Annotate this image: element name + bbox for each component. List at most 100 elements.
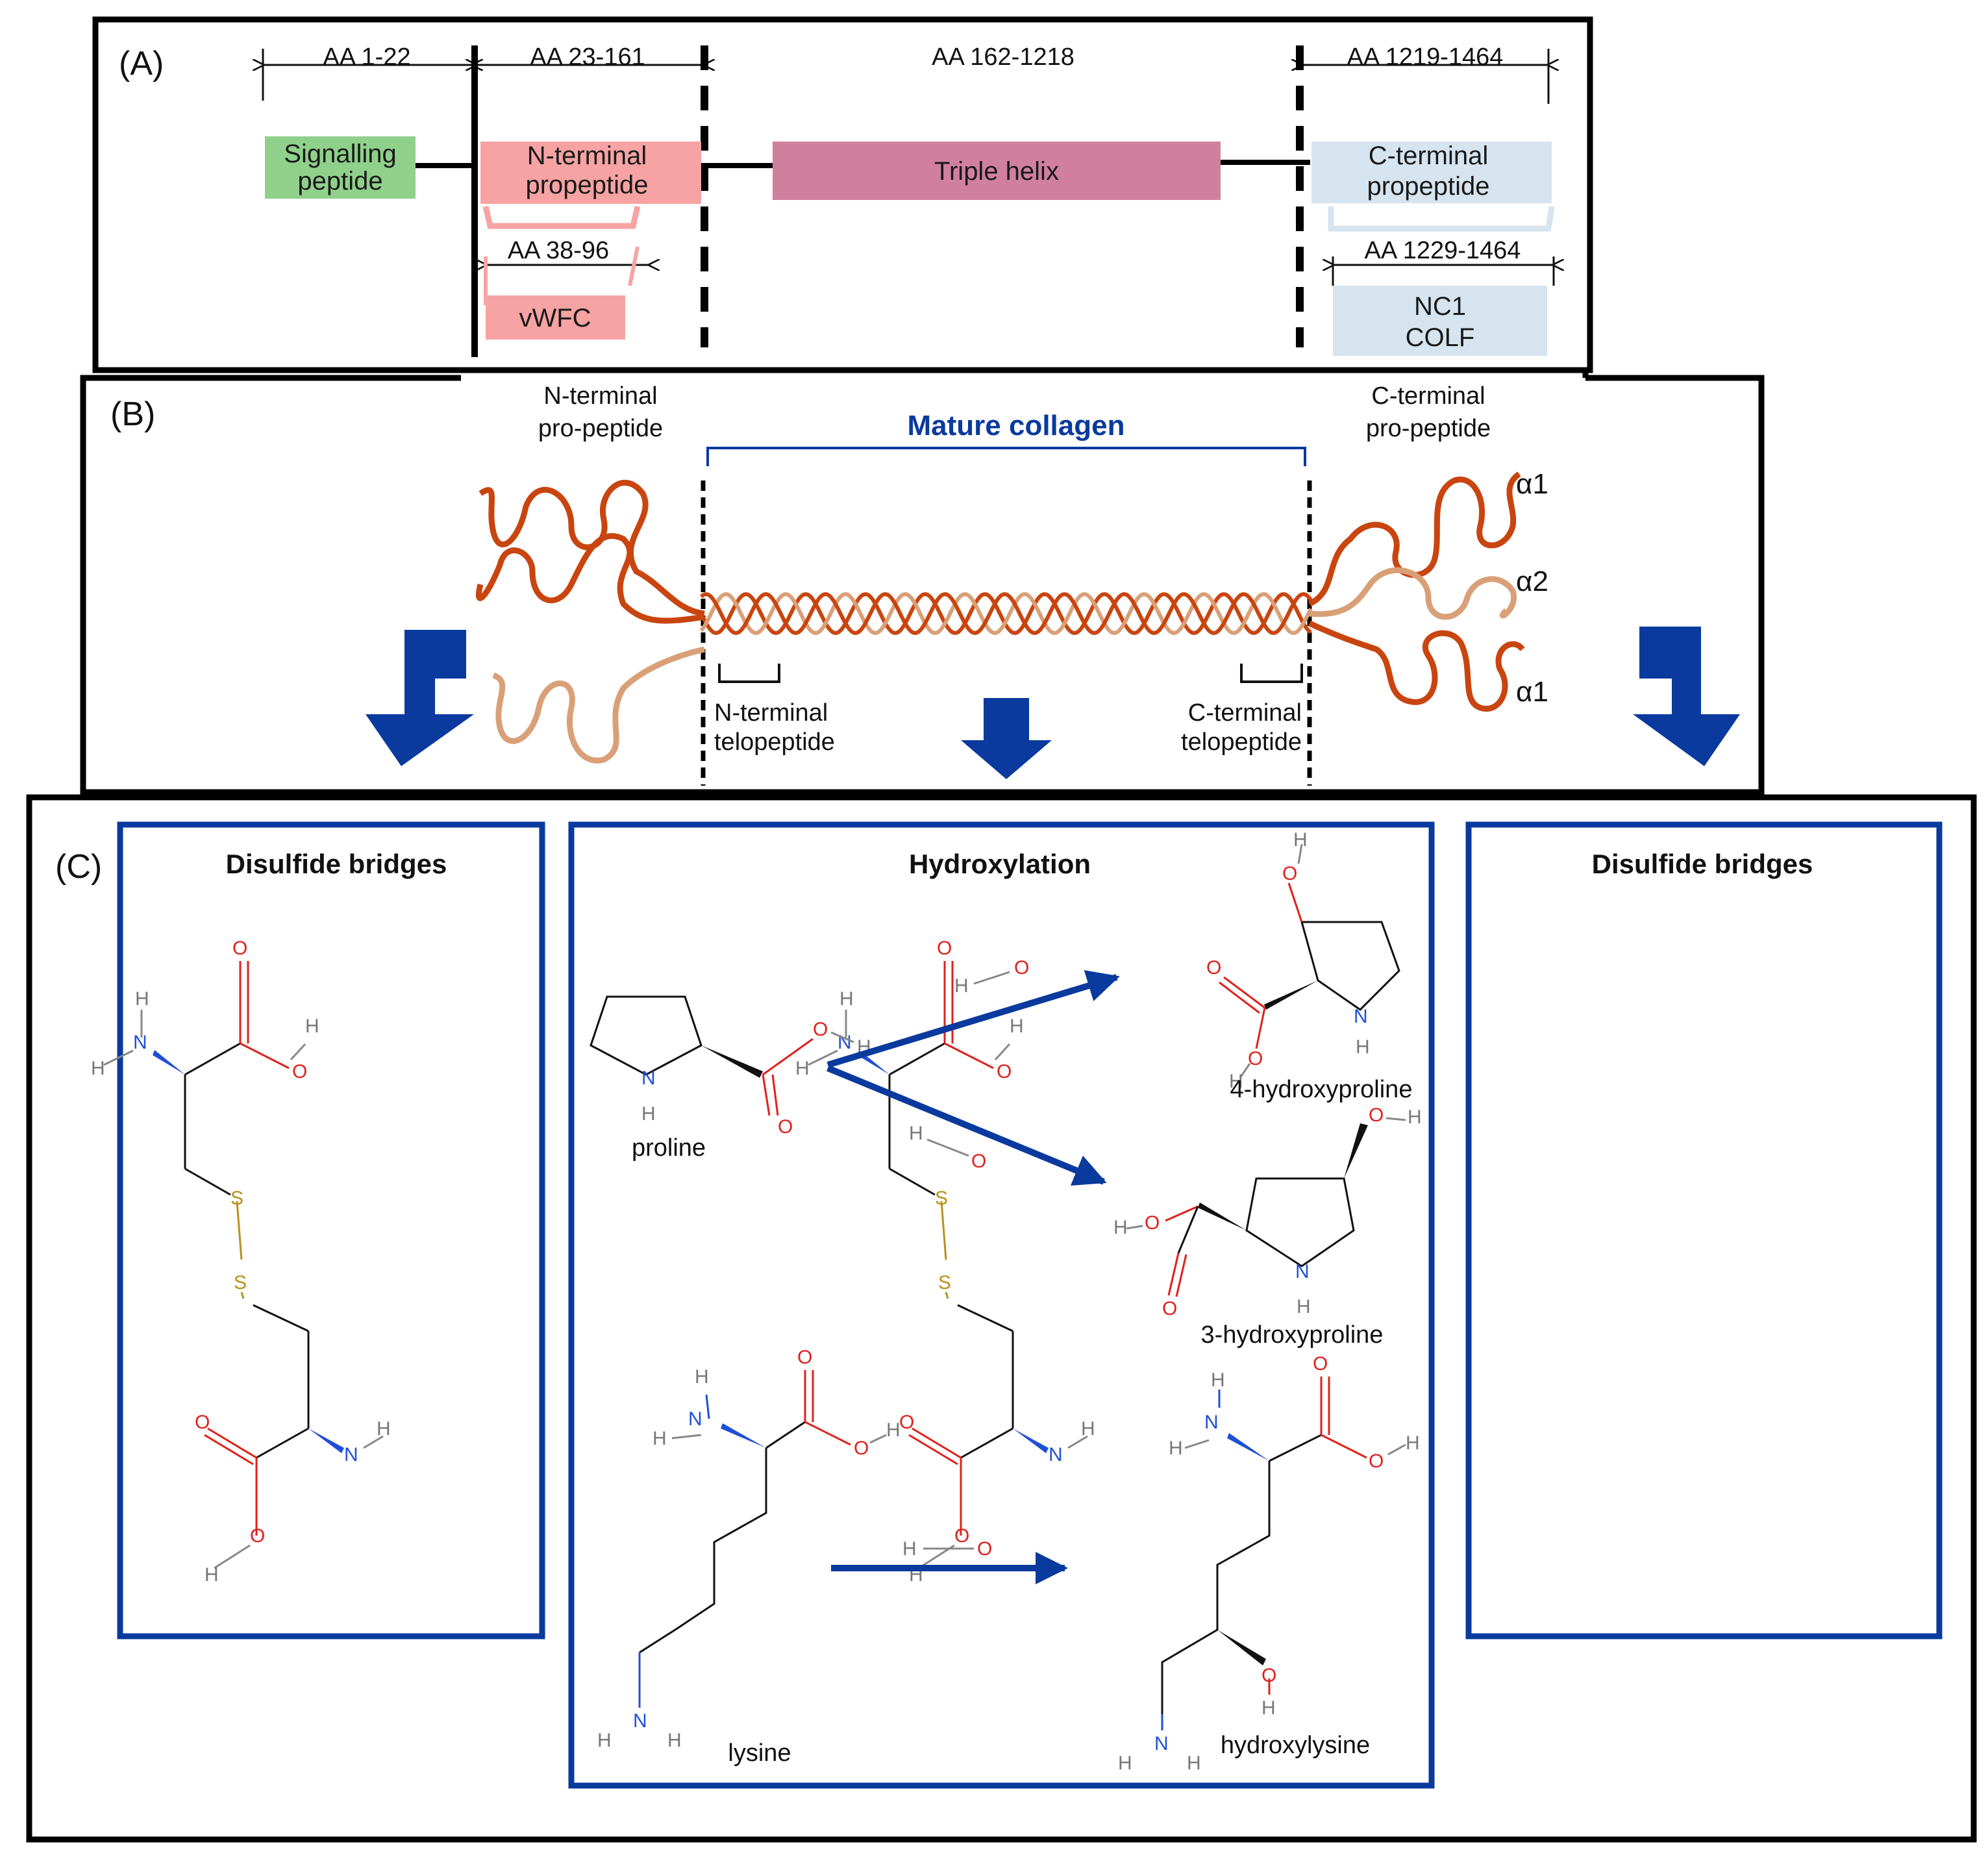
atom-o: O [954,1525,969,1547]
atom-n: N [133,1032,147,1053]
atom-o: O [1369,1451,1384,1472]
c-propeptide-box [1311,142,1552,203]
right-box-title: Disulfide bridges [1592,849,1813,879]
c-pro-peptide-label-2: pro-peptide [1366,415,1491,442]
lysine-label: lysine [728,1739,791,1767]
reagent-h: H [954,975,969,997]
range-aa-23-161: AA 23-161 [530,44,645,71]
n-telopeptide-label-2: telopeptide [714,729,835,756]
arrow-right [1633,627,1740,766]
4-hydroxyproline-label: 4-hydroxyproline [1230,1076,1413,1103]
reagent-h: H [902,1538,917,1560]
atom-h: H [652,1428,667,1449]
atom-h: H [1356,1036,1370,1058]
atom-o: O [1206,957,1221,979]
reagent-water-3: H O [902,1538,992,1560]
atom-h: H [795,1058,810,1079]
range-aa-1229-1464: AA 1229-1464 [1365,237,1521,264]
n-propeptide-label-2: propeptide [525,171,648,199]
atom-h: H [305,1016,319,1037]
atom-h: H [1211,1369,1225,1391]
atom-o: O [1369,1104,1384,1126]
atom-o: O [997,1061,1012,1082]
nc1-label: NC1 [1414,292,1466,321]
proline-molecule: N H O H O proline [590,995,871,1162]
reagent-water-1: H O [954,957,1029,997]
atom-o: O [854,1438,869,1459]
atom-h: H [1113,1217,1128,1238]
atom-o: O [1145,1212,1160,1234]
atom-h: H [1010,1016,1024,1037]
atom-h: H [1297,1296,1311,1317]
arrow-left [366,630,474,766]
atom-o: O [1261,1665,1276,1686]
left-box-title: Disulfide bridges [226,849,447,879]
atom-n: N [1154,1733,1169,1754]
atom-o: O [899,1412,914,1433]
chain-label-alpha2: α2 [1516,566,1548,597]
n-propeptide-label-1: N-terminal [527,142,647,170]
atom-h: H [641,1103,656,1125]
3-hydroxyproline-molecule: O H H O O N H 3-hydroxyproline [1113,1104,1422,1349]
atom-h: H [91,1058,105,1079]
c-pro-coil-2 [1309,567,1517,620]
proline-label: proline [632,1134,706,1162]
atom-o: O [1162,1298,1177,1319]
atom-n: N [838,1032,852,1053]
middle-box-frame [568,821,1435,1789]
colf-label: COLF [1406,323,1475,352]
atom-o: O [292,1061,307,1082]
n-pro-peptide-label-2: pro-peptide [538,415,663,442]
atom-s: S [938,1272,951,1293]
triple-helix-label: Triple helix [934,157,1059,186]
atom-n: N [1354,1006,1368,1027]
atom-o: O [195,1412,210,1433]
right-cystine-molecule: O O H N H H S S O O H N H [795,938,1095,1586]
atom-n: N [344,1444,358,1465]
middle-box-title: Hydroxylation [909,849,1091,879]
atom-o: O [232,938,247,959]
atom-o: O [250,1525,265,1547]
atom-h: H [597,1730,612,1751]
atom-h: H [1081,1418,1095,1440]
mature-collagen-bracket [706,447,1306,466]
atom-h: H [1406,1432,1420,1454]
atom-h: H [695,1366,709,1388]
c-pro-coil-3 [1308,620,1525,712]
c-pro-coil-1 [1308,471,1521,607]
atom-o: O [937,938,952,959]
atom-o: O [778,1116,793,1138]
reagent-o: O [977,1538,992,1560]
atom-h: H [839,988,854,1010]
arrow-to-4-hydroxyproline [826,970,1120,1068]
atom-h: H [1169,1438,1183,1459]
triple-helix-coils [699,592,1313,636]
arrow-to-3-hydroxyproline [826,1065,1107,1186]
n-pro-peptide-label-1: N-terminal [543,382,657,410]
panel-c: (C) Disulfide bridges Hydroxylation Disu… [26,794,1977,1843]
atom-h: H [1261,1697,1276,1719]
c-propeptide-label-2: propeptide [1367,172,1489,201]
atom-h: H [1118,1752,1132,1774]
atom-h: H [377,1418,391,1440]
chain-label-alpha1-top: α1 [1516,468,1548,500]
range-aa-1219-1464: AA 1219-1464 [1347,44,1504,71]
atom-o: O [1248,1048,1263,1069]
atom-s: S [230,1188,243,1209]
vwfc-box [486,295,625,340]
mature-collagen-label: Mature collagen [908,410,1125,442]
signalling-label-2: peptide [297,167,382,195]
c-pro-peptide-label-1: C-terminal [1371,382,1485,410]
range-aa-1-22: AA 1-22 [323,44,410,71]
atom-s: S [935,1188,948,1209]
atom-s: S [234,1272,247,1293]
atom-n: N [1204,1412,1219,1433]
n-pro-coil-3 [492,646,705,764]
atom-o: O [797,1347,812,1368]
3-hydroxyproline-label: 3-hydroxyproline [1201,1321,1384,1349]
panel-c-tag: (C) [55,848,102,886]
atom-n: N [1049,1444,1063,1465]
panel-a-tag: (A) [119,45,164,82]
4-hydroxyproline-molecule: O H O O H N H 4-hydroxyproline [1206,829,1412,1103]
